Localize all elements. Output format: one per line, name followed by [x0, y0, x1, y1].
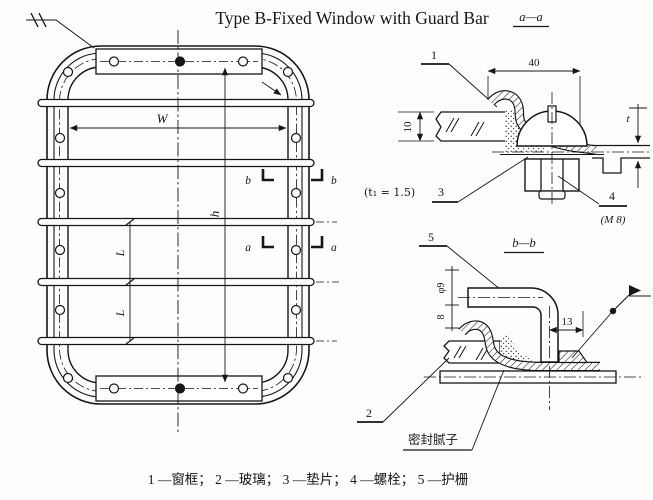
bolt-holes: [54, 56, 302, 394]
dim-13-label: 13: [562, 316, 574, 328]
part5-label: 5: [428, 230, 434, 244]
dim-l1-label: L: [113, 249, 127, 257]
section-bb: 5 b—b φ9 8: [357, 230, 651, 451]
callout-part5: 5: [419, 230, 507, 295]
guard-bars: [37, 98, 339, 346]
dim-d9-label: φ9: [436, 283, 447, 294]
dim-t-label: t: [626, 113, 630, 125]
callout-putty: 密封腻子: [403, 369, 505, 451]
frame-band-bb: [458, 320, 600, 372]
guard-bar-tube: [458, 287, 559, 410]
glass-section-aa: [435, 111, 507, 142]
corner-radius-leader: [261, 81, 282, 96]
callout-part4: 4 (M 8): [557, 175, 627, 226]
dimension-13: 13: [549, 311, 584, 337]
part2-label: 2: [366, 406, 372, 420]
callout-part2: 2: [357, 357, 450, 423]
top-mounting-strap: [95, 48, 263, 75]
section-aa-title: a—a: [513, 10, 549, 28]
callout-part1: 1: [421, 48, 498, 108]
gasket-note-label: (t₁ = 1.5): [364, 186, 415, 199]
part4-label: 4: [609, 189, 615, 203]
part1-label: 1: [431, 48, 437, 62]
callout-part3: (t₁ = 1.5) 3: [364, 156, 529, 203]
cut-b-right-label: b: [331, 175, 337, 187]
section-cut-b: b b: [245, 169, 337, 187]
deck-bar-bb: [424, 370, 642, 384]
putty-area-bb: [500, 335, 537, 363]
centerlines-aa: [492, 92, 650, 207]
main-view: W h L L b b a a: [26, 12, 339, 434]
field-weld-symbol: [571, 285, 651, 359]
dimension-w: W: [69, 111, 287, 132]
dimension-l: L L: [113, 218, 135, 345]
dim-l2-label: L: [113, 309, 127, 317]
dimension-10: 10: [398, 111, 434, 142]
section-aa-title-label: a—a: [519, 10, 543, 24]
cut-a-left-label: a: [245, 242, 251, 254]
dim-w-label: W: [157, 111, 169, 126]
cut-b-left-label: b: [245, 175, 251, 187]
dim-h-label: h: [207, 211, 222, 218]
page-title: Type B-Fixed Window with Guard Bar: [215, 8, 489, 28]
section-aa: 1 40: [364, 48, 650, 226]
section-bb-title-label: b—b: [512, 236, 536, 250]
weld-leader: [26, 12, 95, 49]
putty-label: 密封腻子: [408, 432, 458, 447]
cut-a-right-label: a: [331, 242, 337, 254]
dim-40-label: 40: [529, 57, 541, 69]
section-bb-title: b—b: [504, 236, 544, 254]
dimension-t: t: [626, 104, 647, 188]
dim-8-label: 8: [436, 315, 447, 320]
thread-size-label: (M 8): [601, 214, 626, 226]
dim-10-label: 10: [402, 121, 414, 133]
section-cut-a: a a: [245, 236, 337, 254]
dimension-h: h: [207, 67, 229, 383]
part3-label: 3: [438, 185, 444, 199]
legend-caption: 1 —窗框； 2 —玻璃； 3 —垫片； 4 —螺栓； 5 —护栅: [148, 471, 469, 488]
dimension-d9-8: φ9 8: [436, 266, 459, 331]
